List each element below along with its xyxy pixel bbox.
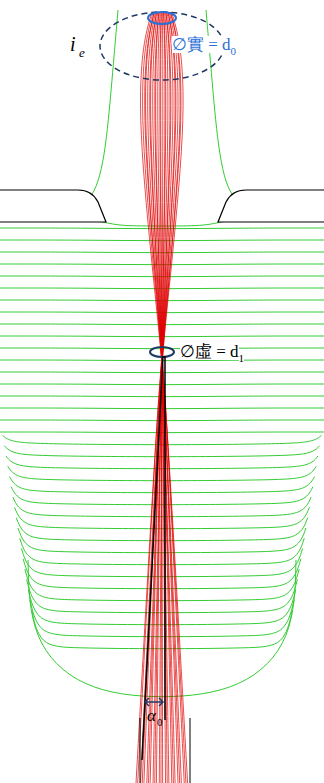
beam-trajectory [150, 12, 178, 783]
beam-trajectory [136, 12, 183, 783]
beam-trajectory [146, 12, 182, 783]
equipotential-line [0, 252, 324, 254]
electrode-left [0, 190, 106, 222]
current-subscript: e [79, 46, 85, 59]
angle-symbol: α [147, 707, 156, 724]
equipotential-line [0, 240, 324, 242]
electrode-right [218, 190, 324, 222]
current-symbol: i [70, 34, 76, 54]
angle-arrowhead [145, 698, 163, 706]
virtual-diameter-label: ∅虛 = d [180, 343, 239, 360]
divergence-line [142, 356, 163, 760]
crossover-spot [150, 347, 174, 357]
beam-trajectory [141, 12, 181, 783]
beam-trajectory [148, 12, 180, 783]
marks [100, 12, 224, 783]
beam-trajectory [151, 12, 175, 783]
frame-line [190, 718, 191, 783]
beam-trajectory [142, 12, 178, 783]
beam-trajectory [145, 12, 185, 783]
equipotential-line [0, 228, 324, 230]
angle-arrow [145, 701, 163, 703]
axis-line [164, 356, 166, 720]
real-diameter-label: ∅實 = d [172, 36, 231, 53]
beam-trajectory [155, 12, 172, 783]
beam-trajectory [138, 12, 181, 783]
beam-trajectory [156, 12, 169, 783]
electrodes [0, 190, 324, 222]
electron-beam [136, 12, 188, 783]
cathode-spot [148, 12, 176, 24]
equipotential-line [0, 10, 118, 210]
equipotential-line [0, 264, 324, 266]
angle-subscript: 0 [157, 717, 163, 728]
virtual-diameter-subscript: 1 [239, 353, 245, 364]
real-diameter-subscript: 0 [231, 46, 237, 57]
frame-line [140, 718, 141, 783]
